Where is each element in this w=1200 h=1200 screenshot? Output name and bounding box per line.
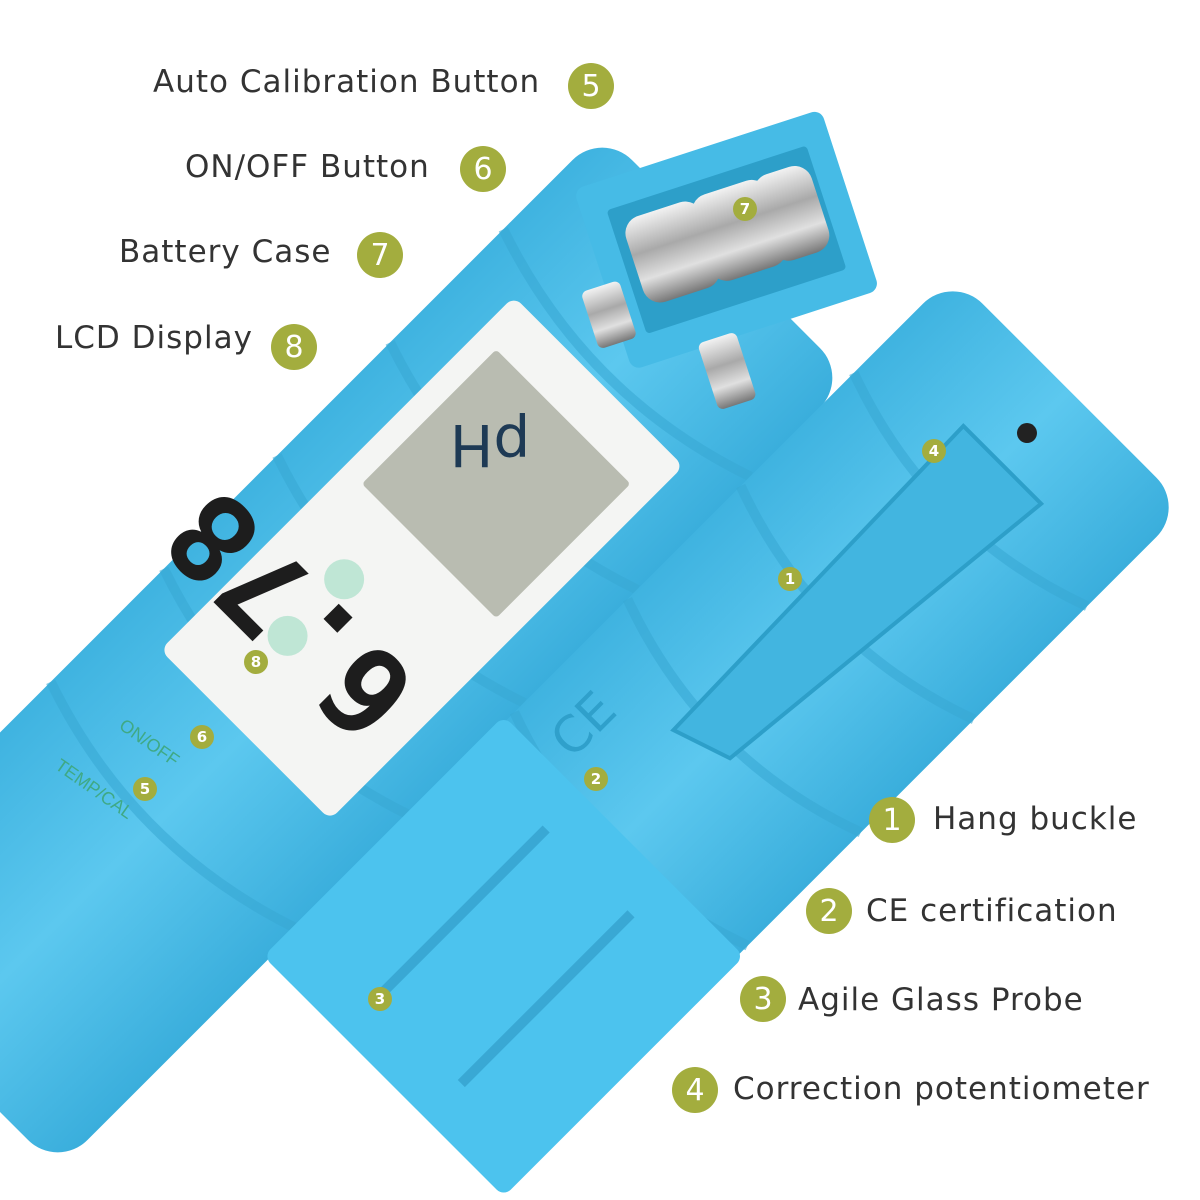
legend-badge-4: 4 xyxy=(672,1067,718,1113)
legend-ce-certification: CE certification xyxy=(866,893,1118,929)
legend-auto-calibration: Auto Calibration Button xyxy=(153,64,541,100)
legend-agile-glass-probe: Agile Glass Probe xyxy=(798,982,1084,1018)
marker-probe: 3 xyxy=(368,987,392,1011)
temp-cal-button[interactable] xyxy=(259,608,316,665)
legend-lcd-display: LCD Display xyxy=(55,320,253,356)
marker-onoff: 6 xyxy=(190,725,214,749)
probe-cap xyxy=(267,720,740,1193)
legend-badge-6: 6 xyxy=(460,146,506,192)
legend-correction-potentiometer: Correction potentiometer xyxy=(733,1071,1150,1107)
legend-on-off: ON/OFF Button xyxy=(185,149,430,185)
battery-case xyxy=(576,111,877,409)
marker-clip: 1 xyxy=(778,567,802,591)
legend-badge-2: 2 xyxy=(806,888,852,934)
meter-back xyxy=(267,291,1169,1193)
legend-hang-buckle: Hang buckle xyxy=(933,801,1138,837)
marker-cal: 5 xyxy=(133,777,157,801)
meter-body xyxy=(0,147,833,1153)
marker-ce: 2 xyxy=(584,767,608,791)
legend-badge-3: 3 xyxy=(740,976,786,1022)
marker-lcd: 8 xyxy=(244,650,268,674)
on-off-button[interactable] xyxy=(316,551,373,608)
lcd-display xyxy=(363,351,629,617)
legend-badge-5: 5 xyxy=(568,63,614,109)
marker-battery: 7 xyxy=(733,197,757,221)
legend-battery-case: Battery Case xyxy=(119,234,332,270)
legend-badge-7: 7 xyxy=(357,232,403,278)
marker-pot: 4 xyxy=(922,439,946,463)
legend-badge-8: 8 xyxy=(271,324,317,370)
hang-buckle[interactable] xyxy=(666,423,1045,801)
brand-text: pH xyxy=(450,411,530,479)
legend-badge-1: 1 xyxy=(869,797,915,843)
